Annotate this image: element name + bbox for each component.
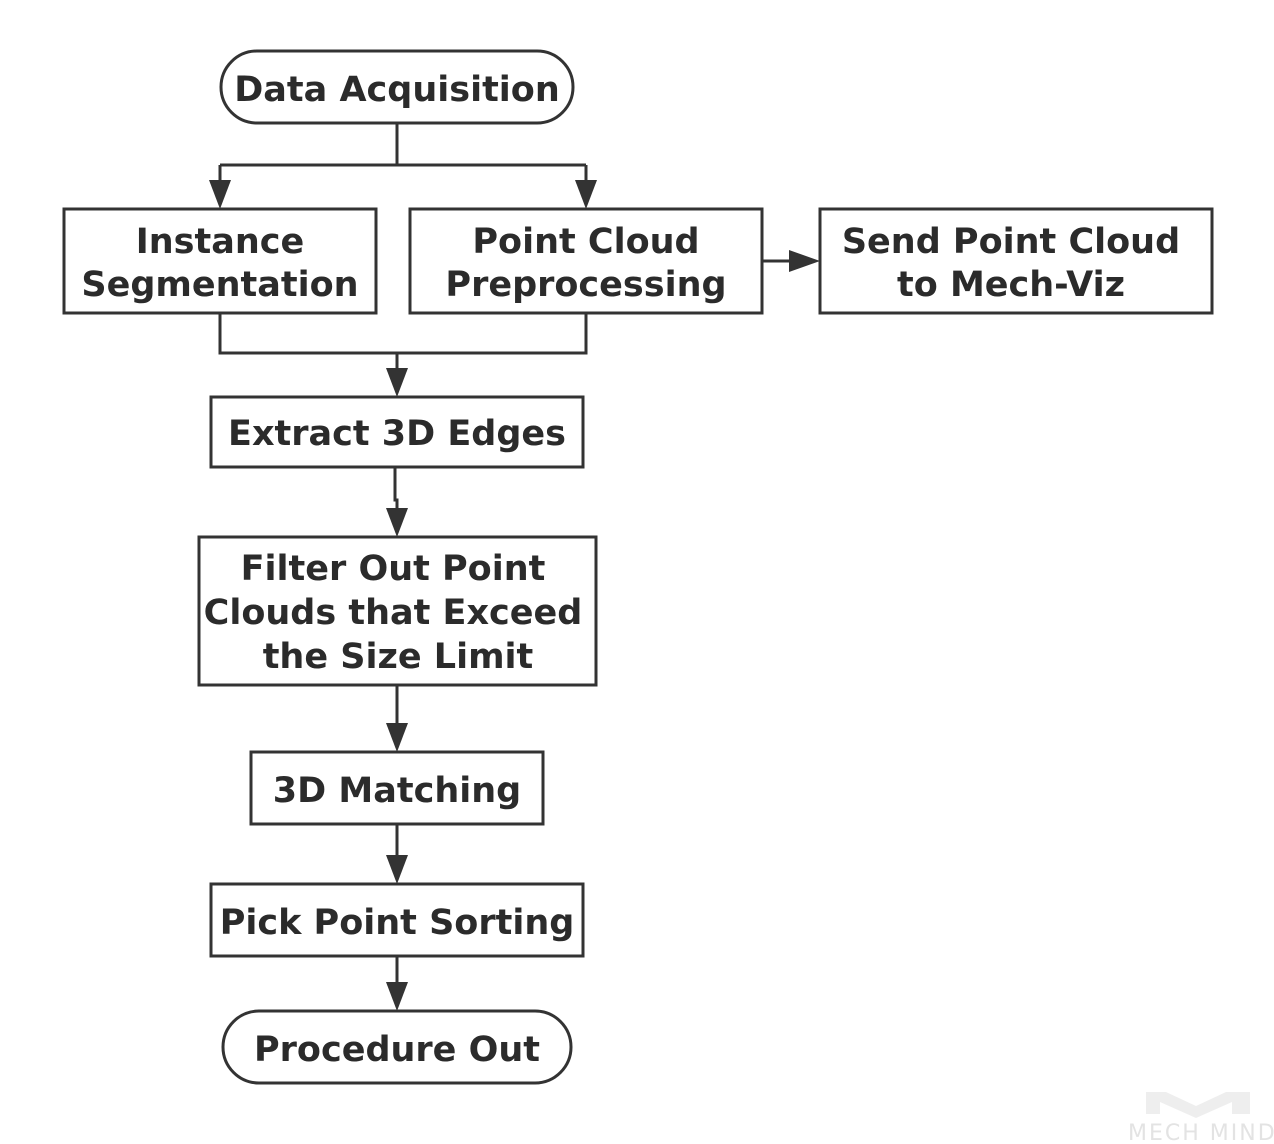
arrowhead — [789, 250, 820, 272]
watermark: MECH MIND — [1128, 1092, 1274, 1144]
node-pick-point-sorting: Pick Point Sorting — [209, 882, 585, 958]
watermark-text: MECH MIND — [1128, 1121, 1274, 1144]
arrowhead — [386, 723, 408, 752]
node-point-cloud-preprocessing: Point Cloud Preprocessing — [408, 207, 764, 315]
node-label: 3D Matching — [273, 771, 521, 811]
node-label-line-1: Point Cloud — [472, 222, 699, 262]
node-label-line-2: Clouds that Exceed — [204, 593, 583, 633]
process-shape — [209, 395, 585, 469]
process-shape — [209, 882, 585, 958]
node-label-line-1: Send Point Cloud — [842, 222, 1180, 262]
connectors — [209, 123, 820, 1011]
node-label: Procedure Out — [254, 1030, 540, 1070]
node-instance-segmentation: Instance Segmentation — [62, 207, 378, 315]
arrowhead — [209, 180, 231, 209]
node-label-line-2: to Mech-Viz — [897, 265, 1125, 305]
arrowhead — [386, 855, 408, 884]
node-data-acquisition: Data Acquisition — [219, 49, 575, 125]
process-shape — [818, 207, 1214, 315]
connector-line — [218, 313, 588, 355]
node-label: Data Acquisition — [234, 70, 560, 110]
node-3d-matching: 3D Matching — [249, 750, 545, 826]
node-send-point-cloud: Send Point Cloud to Mech-Viz — [818, 207, 1214, 315]
node-label-line-2: Preprocessing — [445, 265, 726, 305]
node-label: Extract 3D Edges — [228, 414, 566, 454]
node-label-line-1: Filter Out Point — [241, 549, 546, 589]
arrowhead — [386, 982, 408, 1011]
node-label: Pick Point Sorting — [220, 903, 575, 943]
node-filter-out: Filter Out Point Clouds that Exceed the … — [197, 535, 598, 687]
node-label-line-3: the Size Limit — [263, 637, 534, 677]
mech-mind-logo-icon — [1146, 1092, 1250, 1118]
node-label-line-2: Segmentation — [81, 265, 358, 305]
process-shape — [62, 207, 378, 315]
node-extract-3d-edges: Extract 3D Edges — [209, 395, 585, 469]
node-label-line-1: Instance — [136, 222, 305, 262]
arrowhead — [575, 180, 597, 209]
node-procedure-out: Procedure Out — [221, 1009, 573, 1085]
arrowhead — [386, 368, 408, 397]
arrowhead — [386, 508, 408, 537]
